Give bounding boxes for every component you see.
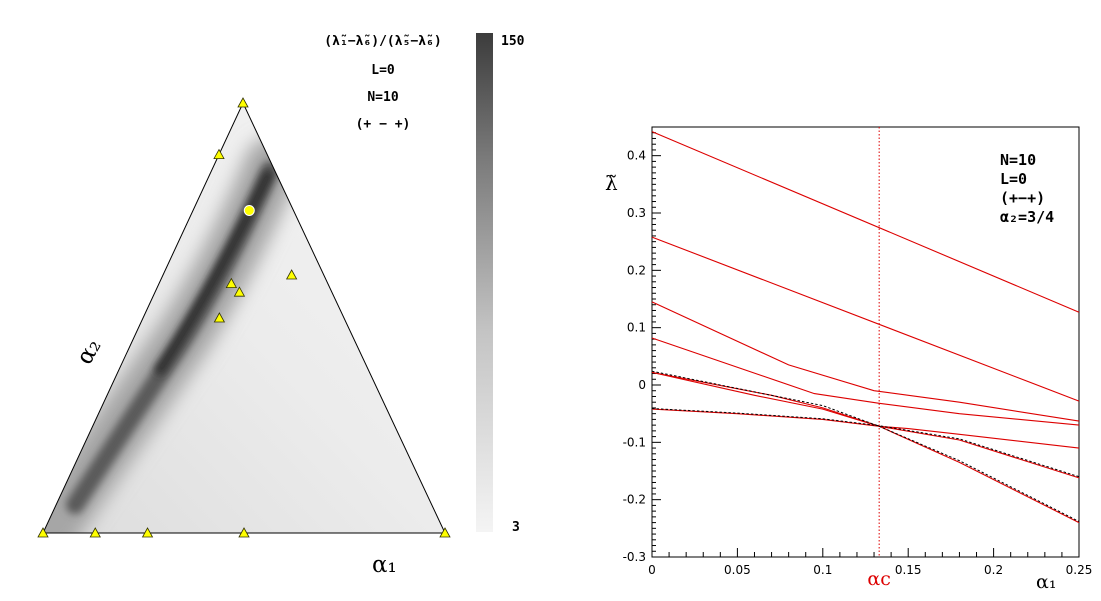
heatmap-ridge-peak [155,170,273,375]
ternary-panel: α₂ α₁ (λ̃₁−λ̃₆)/(λ̃₅−λ̃₆) L=0 N=10 (+ − … [0,0,548,583]
x-tick-label: 0.15 [895,563,922,577]
y-tick-label: 0.3 [627,206,646,220]
x-tick-label: 0.2 [984,563,1003,577]
annotation-signs: (+ − +) [356,117,411,132]
solid-series-line [651,371,1080,524]
triangle-marker [285,269,298,280]
x-tick-label: 0 [648,563,656,577]
triangle-marker [37,527,49,538]
x-tick-label: 0.1 [813,563,832,577]
y-tick-label: 0.4 [627,149,646,163]
alpha1-axis-label: α₁ [372,552,397,578]
spectrum-panel: 0 0.05 0.1 0.15 0.2 0.25 -0.3 -0.2 -0.1 0 0.1 0.2 0.… [605,126,1093,593]
annotation-n: N=10 [367,90,398,105]
ternary-markers [37,97,451,538]
legend-line-signs: (+−+) [1000,189,1045,207]
legend-line-l: L=0 [1000,170,1027,188]
solid-series-line [651,337,1080,426]
y-tick-label: 0 [638,378,646,392]
solid-series-line [651,301,1080,422]
x-tick-label: 0.25 [1066,563,1093,577]
dashed-series-line [651,408,1080,478]
triangle-marker [238,527,250,538]
dashed-series-line [651,370,1080,522]
colorbar [476,33,493,532]
colorbar-title: (λ̃₁−λ̃₆)/(λ̃₅−λ̃₆) [324,34,441,49]
legend-line-alpha2: α₂=3/4 [1000,208,1054,226]
annotation-l: L=0 [371,63,395,78]
axis-ticks: 0 0.05 0.1 0.15 0.2 0.25 -0.3 -0.2 -0.1 0 0.1 0.2 0.… [623,126,1093,577]
colorbar-min-label: 3 [512,520,520,535]
triangle-marker [439,527,451,538]
y-axis-label: λ̃ [605,171,618,195]
y-tick-label: 0.1 [627,321,646,335]
triangle-marker [213,312,226,323]
solid-series-line [651,408,1080,479]
triangle-marker [89,527,101,538]
legend-line-n: N=10 [1000,151,1036,169]
x-tick-label: 0.05 [724,563,751,577]
triangle-marker [213,148,225,160]
triangle-marker [141,527,154,538]
circle-marker [243,205,255,216]
solid-series-line [651,131,1080,313]
triangle-marker [225,277,238,289]
series-lines [651,131,1080,524]
y-tick-label: -0.1 [623,435,646,449]
y-tick-label: -0.3 [623,550,646,564]
x-axis-label: α₁ [1036,571,1056,593]
colorbar-max-label: 150 [501,34,525,49]
triangle-marker [237,97,249,108]
y-tick-label: 0.2 [627,263,646,277]
triangle-marker [233,286,246,297]
alpha-c-label: αc [867,568,890,590]
y-tick-label: -0.2 [623,493,646,507]
solid-series-line [651,236,1080,402]
